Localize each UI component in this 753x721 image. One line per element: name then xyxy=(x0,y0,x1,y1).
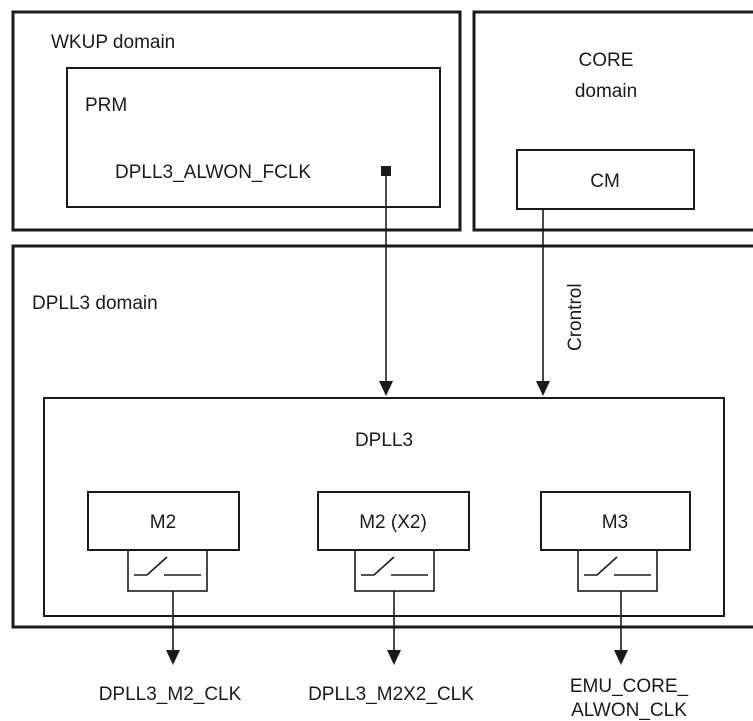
cm-label: CM xyxy=(590,171,620,192)
switch-m2x2 xyxy=(354,549,435,592)
dpll3-alwon-fclk-label: DPLL3_ALWON_FCLK xyxy=(115,162,311,183)
wkup-domain-label: WKUP domain xyxy=(51,32,175,53)
fclk-arrow-head xyxy=(379,381,393,396)
switch-m3 xyxy=(577,549,658,592)
dpll3-label: DPLL3 xyxy=(355,430,413,451)
output-emu-core-line1: EMU_CORE_ xyxy=(570,676,689,697)
output-arrow-m2x2 xyxy=(387,650,401,665)
output-emu-core-line2: ALWON_CLK xyxy=(571,700,687,721)
divider-m2x2: M2 (X2) DPLL3_M2X2_CLK xyxy=(308,491,474,705)
divider-m2x2-label: M2 (X2) xyxy=(359,512,427,533)
core-domain: CORE domain xyxy=(472,10,753,232)
output-dpll3-m2-clk: DPLL3_M2_CLK xyxy=(99,684,242,705)
output-arrow-m3 xyxy=(614,650,628,665)
fclk-arrow xyxy=(379,176,393,396)
wkup-domain: WKUP domain xyxy=(11,10,462,232)
dpll3-domain: DPLL3 domain xyxy=(11,244,753,629)
divider-m3: M3 EMU_CORE_ ALWON_CLK xyxy=(540,491,691,721)
prm-label: PRM xyxy=(85,95,127,116)
dpll3-block: DPLL3 xyxy=(43,397,725,617)
clock-source-port xyxy=(381,166,391,176)
control-arrow-head xyxy=(536,381,550,396)
output-dpll3-m2x2-clk: DPLL3_M2X2_CLK xyxy=(308,684,474,705)
core-domain-label-line2: domain xyxy=(575,81,637,102)
divider-m2-label: M2 xyxy=(150,512,176,533)
cm-block: CM xyxy=(516,149,695,210)
divider-m2: M2 DPLL3_M2_CLK xyxy=(87,491,242,705)
divider-m3-label: M3 xyxy=(602,512,628,533)
control-label: Crontrol xyxy=(565,283,586,351)
core-domain-label-line1: CORE xyxy=(579,50,634,71)
output-arrow-m2 xyxy=(166,650,180,665)
dpll3-domain-label: DPLL3 domain xyxy=(32,293,158,314)
prm-block: PRM DPLL3_ALWON_FCLK xyxy=(66,67,441,208)
control-arrow: Crontrol xyxy=(536,209,586,396)
switch-m2 xyxy=(127,549,208,592)
